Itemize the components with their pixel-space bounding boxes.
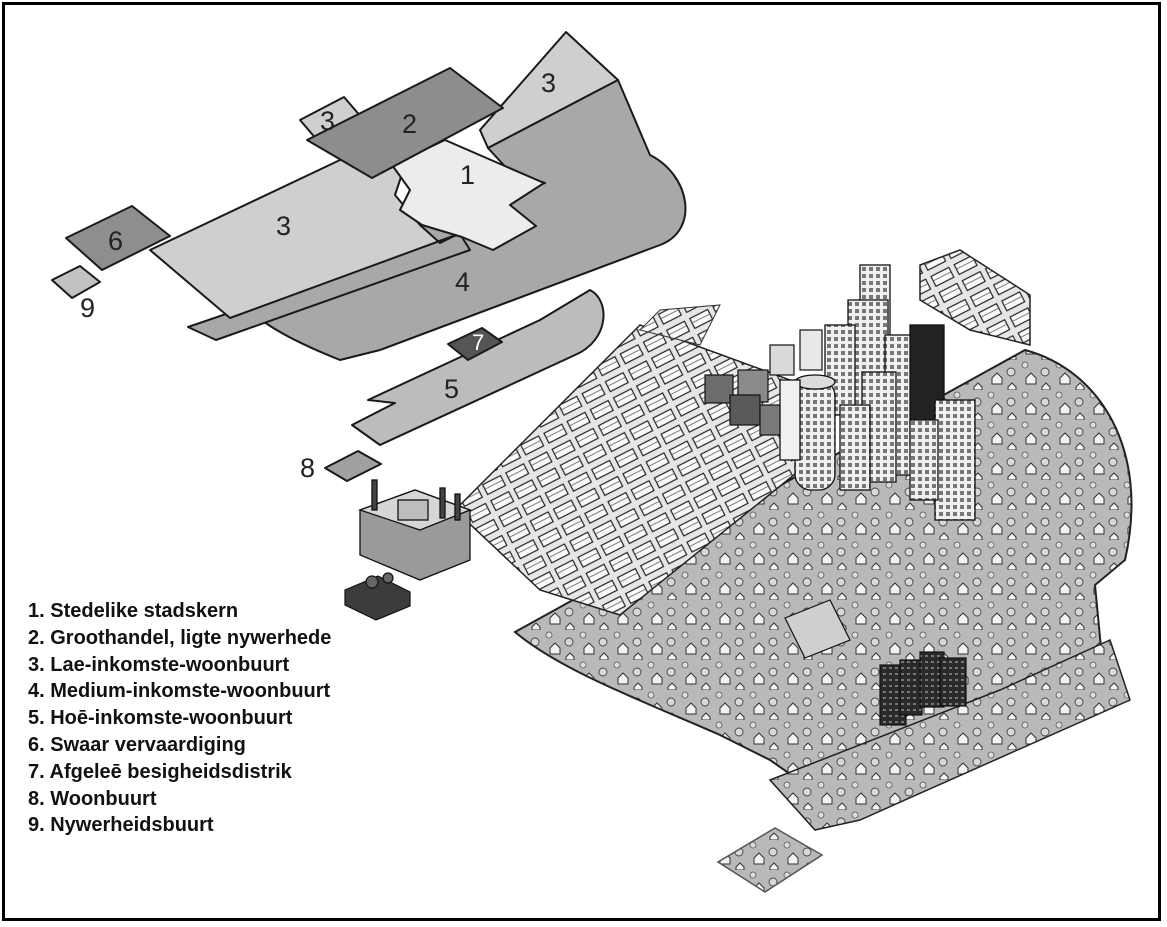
legend-item-1: 1. Stedelike stadskern bbox=[28, 600, 239, 622]
zone-7-area bbox=[447, 327, 503, 361]
zone-label-3-east: 3 bbox=[541, 68, 556, 98]
city-illustration bbox=[344, 249, 1133, 893]
zone-label-2: 2 bbox=[402, 109, 417, 139]
legend-item-6: 6. Swaar vervaardiging bbox=[28, 733, 246, 756]
legend: 1. Stedelike stadskern 2. Groothandel, l… bbox=[28, 598, 331, 839]
zone-2-area bbox=[306, 67, 504, 179]
zone-label-6: 6 bbox=[108, 226, 123, 256]
outlying-towers bbox=[784, 599, 967, 726]
zone-label-4: 4 bbox=[455, 267, 470, 297]
zone-label-3-small: 3 bbox=[320, 106, 335, 136]
heavy-industry-plant bbox=[344, 572, 411, 621]
zone-5-area bbox=[351, 289, 605, 446]
factory-complex bbox=[358, 479, 472, 581]
zone-label-9: 9 bbox=[80, 293, 95, 323]
legend-item-7: 7. Afgeleē besigheidsdistrik bbox=[28, 760, 292, 783]
outlying-village bbox=[716, 827, 824, 893]
legend-item-2: 2. Groothandel, ligte nywerhede bbox=[28, 626, 332, 649]
upper-row-housing bbox=[919, 249, 1031, 346]
zone-labels: 1 2 3 3 3 4 5 6 7 8 9 bbox=[80, 68, 556, 483]
zone-9-area bbox=[51, 265, 101, 299]
suburb-tail bbox=[768, 638, 1131, 831]
zone-1-area bbox=[391, 139, 545, 251]
zone-6-area bbox=[65, 205, 171, 271]
legend-item-3: 3. Lae-inkomste-woonbuurt bbox=[28, 653, 290, 676]
zone-label-8: 8 bbox=[300, 453, 315, 483]
legend-item-5: 5. Hoē-inkomste-woonbuurt bbox=[28, 707, 293, 730]
legend-item-9: 9. Nywerheidsbuurt bbox=[28, 814, 214, 837]
zone-label-3-west: 3 bbox=[276, 211, 291, 241]
suburb-edge bbox=[639, 304, 721, 346]
zone-label-7: 7 bbox=[472, 330, 484, 355]
legend-item-8: 8. Woonbuurt bbox=[28, 787, 157, 810]
cbd-towers bbox=[779, 264, 976, 521]
zone-label-5: 5 bbox=[444, 374, 459, 404]
zone-8-area bbox=[324, 450, 382, 482]
zone-label-1: 1 bbox=[460, 160, 475, 190]
zone-plan bbox=[51, 31, 687, 482]
legend-item-4: 4. Medium-inkomste-woonbuurt bbox=[28, 680, 331, 703]
